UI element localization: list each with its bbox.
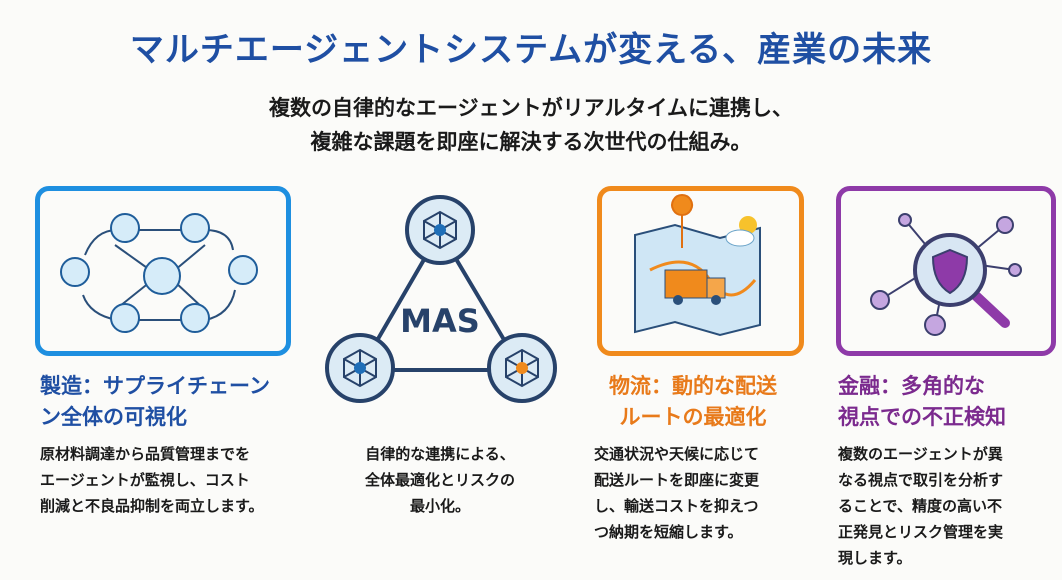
logistics-heading: 物流：動的な配送 ルートの最適化 [609,374,777,429]
manufacturing-icon-frame [35,186,291,356]
subtitle-line-2: 複雑な課題を即座に解決する次世代の仕組み。 [310,130,752,154]
fraud-detection-magnifier-icon [870,213,1022,336]
mas-label: MAS [400,302,480,340]
delivery-map-icon [634,194,761,337]
finance-description: 複数のエージェントが異 なる視点で取引を分析す ることで、精度の高い不 正発見と… [838,445,1004,567]
page-title: マルチエージェントシステムが変える、産業の未来 [129,30,933,70]
mas-network-diagram [325,195,557,403]
subtitle-line-1: 複数の自律的なエージェントがリアルタイムに連携し、 [269,96,793,120]
manufacturing-heading: 製造：サプライチェーン ン全体の可視化 [40,374,270,429]
logistics-description: 交通状況や天候に応じて 配送ルートを即座に変更 し、輸送コストを抑えつ つ納期を… [594,445,760,541]
mas-description: 自律的な連携による、 全体最適化とリスクの 最小化。 [364,445,515,515]
logistics-icon-frame [597,186,804,356]
finance-heading: 金融：多角的な 視点での不正検知 [838,374,1006,429]
finance-icon-frame [836,186,1056,356]
supply-chain-icon [60,213,258,333]
manufacturing-description: 原材料調達から品質管理までを エージェントが監視し、コスト 削減と不良品抑制を両… [40,445,264,515]
